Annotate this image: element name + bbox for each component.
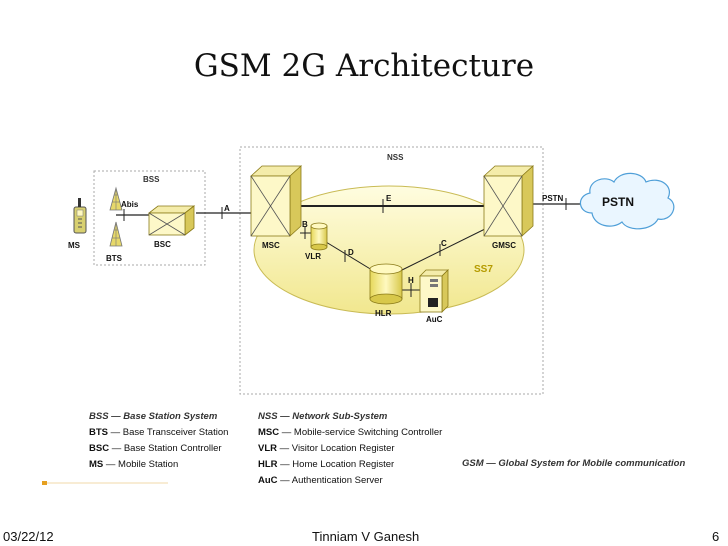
legend-bss-row: BSC — Base Station Controller [89, 443, 222, 454]
legend-nss-header: NSS — Network Sub-System [258, 411, 388, 422]
d-label: D [348, 248, 354, 257]
vlr-database-icon [310, 222, 328, 251]
ss7-ellipse [253, 185, 525, 315]
legend-nss-row: AuC — Authentication Server [258, 475, 383, 486]
gsm-definition: GSM — Global System for Mobile communica… [462, 458, 686, 469]
b-label: B [302, 220, 308, 229]
nss-label: NSS [387, 153, 404, 162]
bss-label: BSS [143, 175, 160, 184]
footer-author: Tinniam V Ganesh [312, 529, 420, 544]
footer-date: 03/22/12 [3, 529, 54, 544]
a-label: A [224, 204, 230, 213]
legend-nss: NSS — Network Sub-System MSC — Mobile-se… [258, 409, 442, 489]
auc-label: AuC [426, 315, 443, 324]
slide-title: GSM 2G Architecture [193, 48, 535, 84]
legend-nss-row: HLR — Home Location Register [258, 459, 395, 470]
pstn-cloud-label: PSTN [602, 195, 634, 209]
gmsc-switch-icon [482, 165, 535, 237]
legend-nss-row: MSC — Mobile-service Switching Controlle… [258, 427, 443, 438]
c-label: C [441, 239, 447, 248]
auc-server-icon [419, 269, 449, 313]
legend-bss: BSS — Base Station System BTS — Base Tra… [89, 409, 228, 473]
hlr-label: HLR [375, 309, 392, 318]
msc-switch-icon [249, 165, 303, 237]
bsc-label: BSC [154, 240, 171, 249]
e-label: E [386, 194, 392, 203]
legend-bss-row: MS — Mobile Station [89, 459, 179, 470]
bts-label: BTS [106, 254, 123, 263]
vlr-label: VLR [305, 252, 321, 261]
bts-tower-icon-2 [109, 221, 123, 247]
abis-label: Abis [121, 200, 139, 209]
ms-label: MS [68, 241, 81, 250]
legend-nss-row: VLR — Visitor Location Register [258, 443, 395, 454]
link-d [325, 241, 373, 271]
nss-region [239, 146, 544, 395]
bts-tower-icon-1 [109, 186, 123, 211]
footer-page-number: 6 [712, 529, 720, 544]
bss-region [93, 170, 206, 266]
gmsc-label: GMSC [492, 241, 516, 250]
legend-bss-header: BSS — Base Station System [89, 411, 218, 422]
h-label: H [408, 276, 414, 285]
pstn-link-label: PSTN [542, 194, 564, 203]
ss7-label: SS7 [474, 264, 493, 275]
legend-bss-row: BTS — Base Transceiver Station [89, 427, 229, 438]
hlr-database-icon [369, 263, 403, 305]
link-c [401, 227, 488, 271]
bsc-icon [147, 205, 196, 236]
msc-label: MSC [262, 241, 280, 250]
mobile-station-icon [73, 198, 87, 234]
pstn-cloud-icon [579, 172, 675, 230]
